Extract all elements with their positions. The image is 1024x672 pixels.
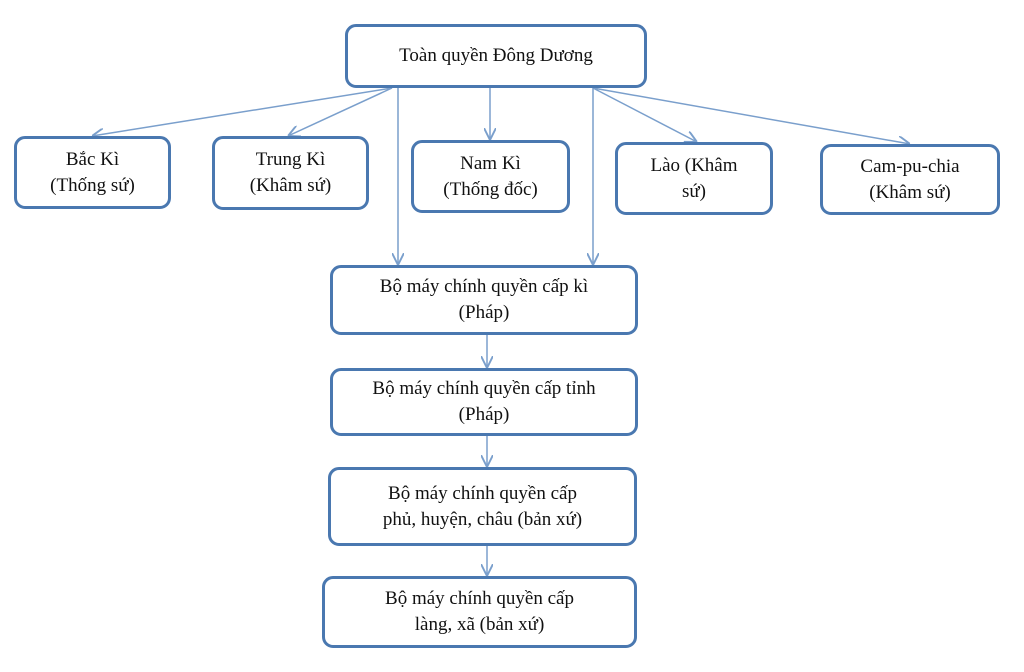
level-node-cap-lang-xa: Bộ máy chính quyền cấp làng, xã (bản xứ) — [322, 576, 637, 648]
region-node-nam-ki: Nam Kì (Thống đốc) — [411, 140, 570, 213]
region-node-bac-ki: Bắc Kì (Thống sứ) — [14, 136, 171, 209]
arrow-root-to-bac-ki — [92, 87, 393, 136]
region-node-trung-ki: Trung Kì (Khâm sứ) — [212, 136, 369, 210]
level-node-cap-ki: Bộ máy chính quyền cấp kì (Pháp) — [330, 265, 638, 335]
level-node-cap-phu-huyen-chau: Bộ máy chính quyền cấp phủ, huyện, châu … — [328, 467, 637, 546]
arrow-root-to-cam-pu-chia — [592, 87, 910, 144]
arrow-root-to-lao — [592, 87, 697, 142]
level-node-cap-tinh: Bộ máy chính quyền cấp tỉnh (Pháp) — [330, 368, 638, 436]
arrow-root-to-trung-ki — [288, 87, 393, 136]
region-node-lao: Lào (Khâm sứ) — [615, 142, 773, 215]
root-node-toan-quyen: Toàn quyền Đông Dương — [345, 24, 647, 88]
region-node-cam-pu-chia: Cam-pu-chia (Khâm sứ) — [820, 144, 1000, 215]
